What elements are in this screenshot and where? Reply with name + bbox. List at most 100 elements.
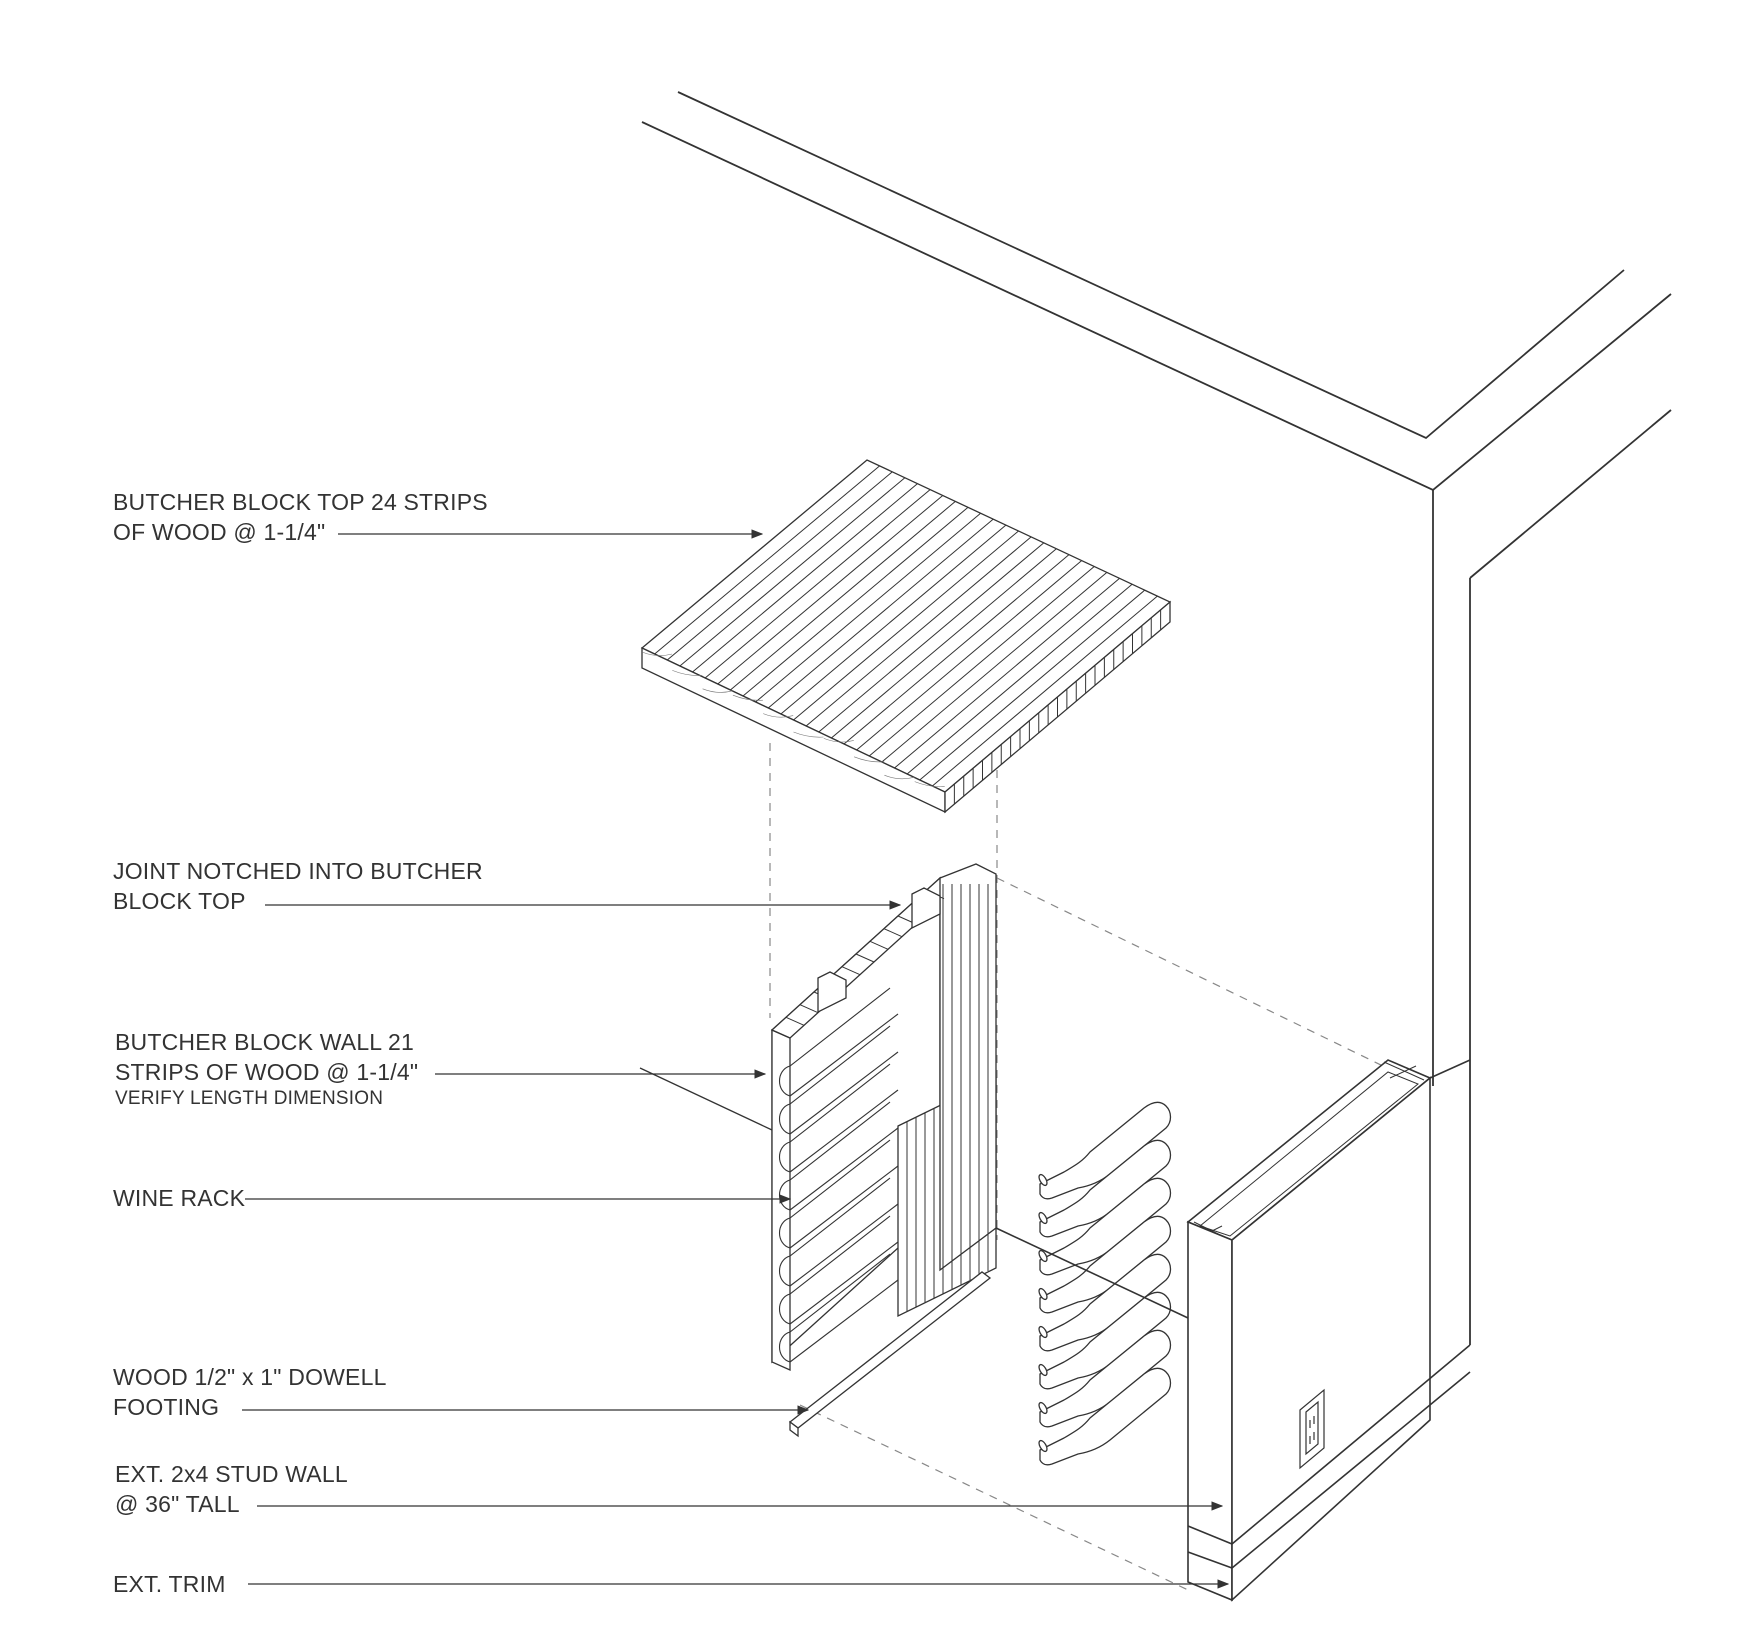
butcher-block-top (640, 459, 1172, 814)
rack-cradle (778, 1101, 891, 1211)
wood-grain (702, 688, 733, 693)
top-strip-line (906, 583, 1133, 775)
rack-cradle (778, 1139, 891, 1249)
wine-bottles (1038, 1101, 1172, 1466)
rack-cradle-edge (789, 1089, 899, 1173)
label-line: BUTCHER BLOCK WALL 21 (115, 1029, 415, 1055)
label-line: WOOD 1/2" x 1" DOWELL (113, 1364, 387, 1390)
label-line: OF WOOD @ 1-1/4" (113, 519, 326, 545)
wine-bottle (1039, 1101, 1172, 1200)
label-joint-notched: JOINT NOTCHED INTO BUTCHER BLOCK TOP (113, 856, 483, 916)
top-edge-strip (841, 966, 861, 976)
top-strip-line (932, 595, 1158, 787)
top-strip-line (704, 489, 931, 679)
rack-cradle-edge (789, 1241, 899, 1325)
rack-cradle (778, 1253, 891, 1363)
wine-bottle (1039, 1329, 1172, 1428)
top-strip-line (692, 483, 918, 673)
projection-lines (769, 743, 1423, 1591)
wine-bottle (1039, 1367, 1172, 1466)
top-edge-strip (785, 1016, 805, 1026)
wood-grain (641, 651, 673, 656)
label-line-small: VERIFY LENGTH DIMENSION (115, 1088, 384, 1109)
floor-lines (995, 1227, 1189, 1319)
top-strip-line (831, 548, 1057, 739)
wood-grain (732, 694, 763, 701)
leader-lines (242, 529, 1230, 1589)
top-strip-line (818, 542, 1045, 733)
wine-bottle (1039, 1253, 1172, 1352)
bottle-cap (1038, 1439, 1048, 1453)
top-strip-line (717, 495, 944, 685)
butcher-block-wall (639, 863, 997, 1372)
bottle-cap (1038, 1173, 1048, 1187)
rack-cradle-edge (789, 1165, 899, 1249)
top-strip-line (805, 536, 1032, 727)
rack-cradle-edge (789, 1279, 899, 1363)
wood-grain (853, 756, 885, 763)
rack-cradle-edge (789, 1051, 899, 1135)
label-line: JOINT NOTCHED INTO BUTCHER (113, 858, 483, 884)
bottle-cap (1038, 1363, 1048, 1377)
bottle-cap (1038, 1401, 1048, 1415)
label-line: FOOTING (113, 1394, 220, 1420)
rack-cradle (778, 1215, 891, 1325)
wine-bottle (1039, 1177, 1172, 1276)
label-wine-rack: WINE RACK (113, 1183, 245, 1213)
rack-cradle (778, 1063, 891, 1173)
bottle-cap (1038, 1287, 1048, 1301)
rack-cradle (778, 1177, 891, 1287)
wood-grain (672, 670, 703, 676)
bottle-cap (1038, 1249, 1048, 1263)
bottle-cap (1038, 1211, 1048, 1225)
top-edge-strip (869, 940, 889, 950)
wood-grain (793, 731, 824, 738)
room-walls (641, 91, 1672, 1345)
label-dowel-footing: WOOD 1/2" x 1" DOWELL FOOTING (113, 1362, 387, 1422)
top-strip-line (856, 560, 1082, 751)
top-strip-line (742, 506, 969, 697)
rack-cradle (778, 987, 891, 1097)
wine-bottle (1039, 1215, 1172, 1314)
top-strip-line (868, 566, 1095, 757)
label-butcher-block-wall: BUTCHER BLOCK WALL 21 STRIPS OF WOOD @ 1… (115, 1027, 418, 1111)
rack-cradle-edge (789, 1127, 899, 1211)
label-line: BLOCK TOP (113, 888, 246, 914)
stud-wall (1186, 1059, 1471, 1602)
top-edge-strip (883, 928, 903, 938)
top-strip-line (919, 589, 1146, 781)
label-ext-trim: EXT. TRIM (113, 1569, 226, 1599)
top-strip-line (780, 524, 1007, 715)
top-strip-line (755, 512, 981, 703)
label-line: EXT. 2x4 STUD WALL (115, 1461, 348, 1487)
top-strip-line (793, 530, 1019, 721)
label-line: EXT. TRIM (113, 1571, 226, 1597)
bottle-cap (1038, 1325, 1048, 1339)
top-strip-line (666, 471, 893, 661)
top-strip-line (843, 554, 1070, 745)
top-strip-line (881, 572, 1108, 763)
wood-grain (763, 713, 794, 718)
top-edge-strip (799, 1004, 819, 1014)
top-strip-line (894, 577, 1120, 769)
dowel-footing (788, 1271, 992, 1438)
label-line: @ 36" TALL (115, 1491, 240, 1517)
rack-cradle (778, 1025, 891, 1135)
top-strip-line (679, 477, 906, 667)
wine-bottle (1039, 1291, 1172, 1390)
top-strip-line (730, 501, 956, 691)
top-edge-strip (855, 953, 875, 963)
top-edge-strip (771, 1029, 791, 1039)
wood-grain (823, 738, 854, 743)
label-line: BUTCHER BLOCK TOP 24 STRIPS (113, 489, 488, 515)
power-outlet (1299, 1388, 1325, 1470)
wood-grain (884, 774, 915, 780)
rack-cradle-edge (789, 1203, 899, 1287)
rack-cradle-edge (789, 1013, 899, 1097)
label-butcher-block-top: BUTCHER BLOCK TOP 24 STRIPS OF WOOD @ 1-… (113, 487, 488, 547)
label-line: STRIPS OF WOOD @ 1-1/4" (115, 1059, 419, 1085)
label-stud-wall: EXT. 2x4 STUD WALL @ 36" TALL (115, 1459, 348, 1519)
top-strip-line (654, 465, 880, 655)
